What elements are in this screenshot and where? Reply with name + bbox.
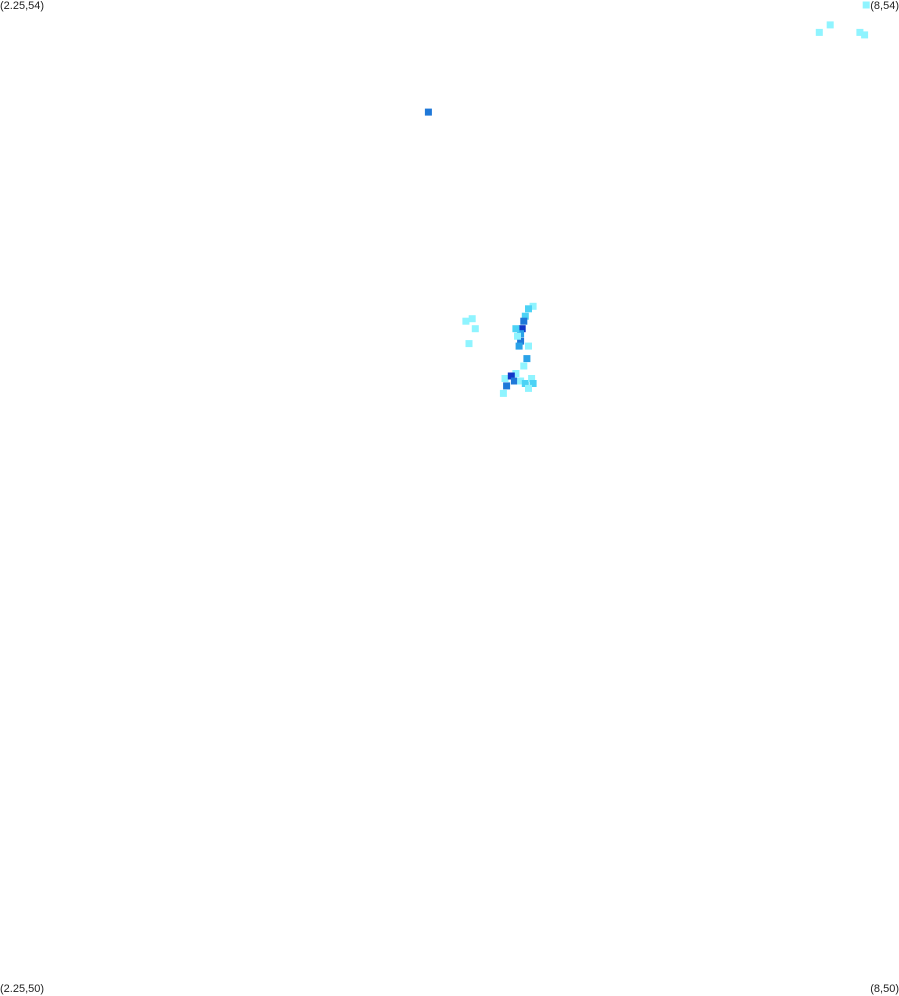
density-cell — [515, 342, 523, 350]
density-cell — [507, 372, 515, 380]
density-cell — [462, 317, 470, 325]
density-cell — [499, 389, 507, 397]
corner-label-bottom-left: (2.25,50) — [0, 983, 45, 995]
density-cell — [514, 332, 521, 340]
density-cell — [468, 315, 476, 323]
density-cell — [525, 384, 532, 392]
density-cell — [528, 375, 536, 382]
density-cell — [517, 377, 525, 385]
density-cell — [510, 377, 518, 385]
density-cell — [525, 342, 532, 350]
density-cell — [525, 305, 532, 313]
density-cell — [520, 362, 528, 370]
density-cell — [815, 28, 823, 36]
density-cell — [465, 340, 473, 348]
density-cell — [529, 302, 537, 310]
density-cell — [861, 31, 869, 39]
density-cell — [521, 380, 529, 387]
density-cell — [503, 382, 511, 390]
corner-label-top-right: (8,54) — [870, 0, 899, 12]
density-cell — [424, 108, 432, 116]
density-cell — [517, 337, 525, 345]
density-cell — [520, 317, 528, 325]
density-cell — [826, 21, 834, 29]
density-cell — [471, 325, 479, 333]
density-cell — [512, 370, 520, 377]
density-cell — [862, 1, 870, 9]
corner-label-bottom-right: (8,50) — [870, 983, 899, 995]
density-cell — [856, 28, 864, 36]
density-cell — [518, 325, 526, 333]
density-cell — [523, 355, 531, 363]
density-cell — [512, 325, 520, 333]
density-cell — [501, 375, 509, 382]
density-cell — [521, 312, 529, 320]
corner-label-top-left: (2.25,54) — [0, 0, 45, 12]
density-cell — [529, 380, 537, 387]
